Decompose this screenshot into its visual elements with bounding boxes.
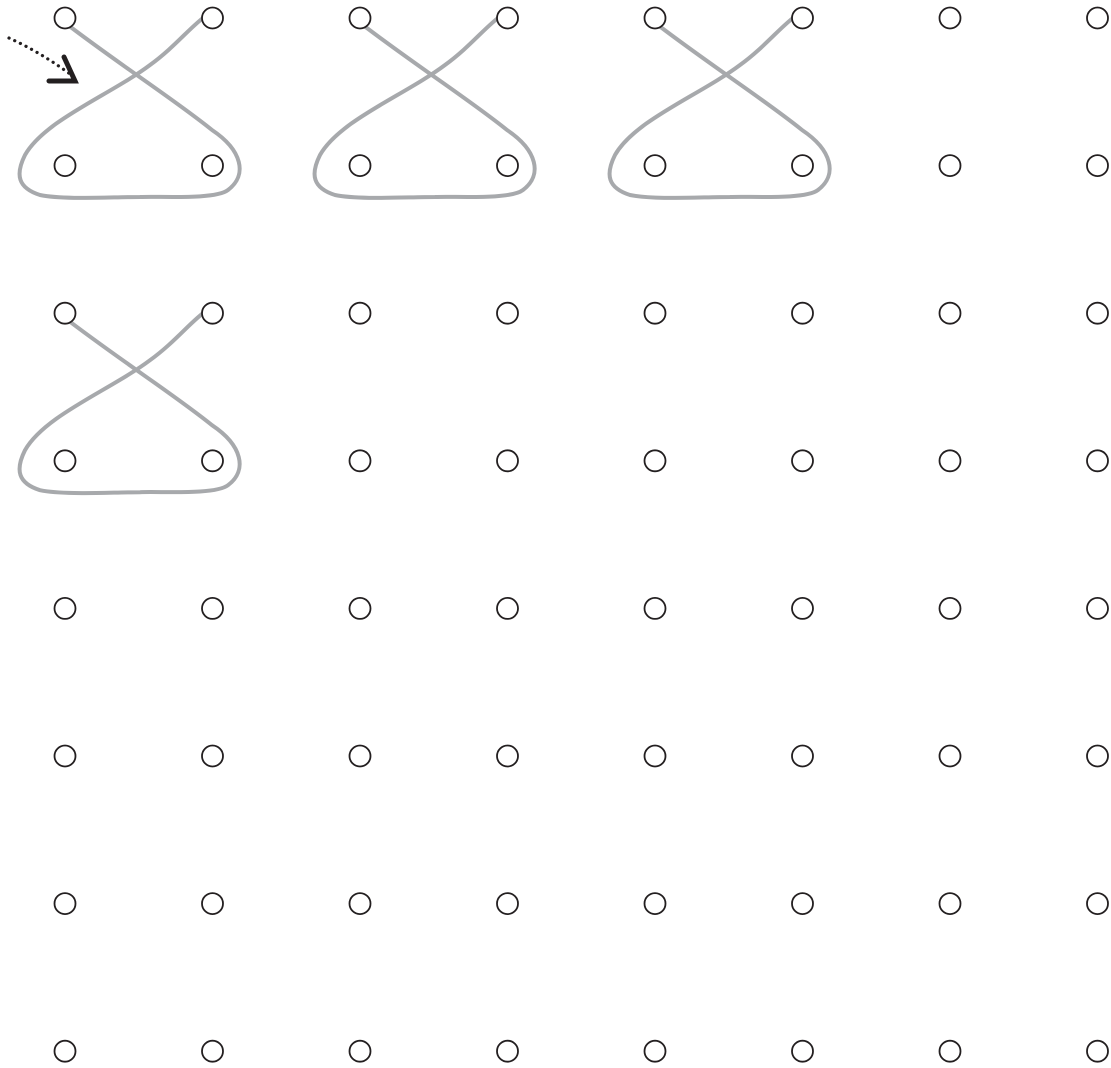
hole-r2-c3 <box>350 155 371 176</box>
hole-r4-c5 <box>645 450 666 471</box>
hole-r3-c7 <box>940 303 961 324</box>
hole-r6-c2 <box>202 746 223 767</box>
hole-r8-c7 <box>940 1041 961 1062</box>
holes-layer <box>55 8 1109 1062</box>
hole-r3-c5 <box>645 303 666 324</box>
hole-r5-c3 <box>350 598 371 619</box>
hole-r6-c4 <box>497 746 518 767</box>
start-marker <box>9 38 75 81</box>
hole-r2-c2 <box>202 155 223 176</box>
hole-r2-c6 <box>792 155 813 176</box>
hole-r1-c8 <box>1087 8 1108 29</box>
hole-r5-c5 <box>645 598 666 619</box>
hole-r1-c3 <box>350 8 371 29</box>
hole-r1-c6 <box>792 8 813 29</box>
hole-r5-c2 <box>202 598 223 619</box>
hole-r7-c8 <box>1087 893 1108 914</box>
hole-r8-c6 <box>792 1041 813 1062</box>
hole-r1-c1 <box>55 8 76 29</box>
hole-r8-c8 <box>1087 1041 1108 1062</box>
hole-r5-c6 <box>792 598 813 619</box>
laces-layer <box>20 15 830 493</box>
hole-r2-c5 <box>645 155 666 176</box>
hole-r6-c1 <box>55 746 76 767</box>
hole-r8-c4 <box>497 1041 518 1062</box>
hole-r4-c3 <box>350 450 371 471</box>
hole-r8-c5 <box>645 1041 666 1062</box>
hole-r8-c3 <box>350 1041 371 1062</box>
hole-r2-c1 <box>55 155 76 176</box>
hole-r7-c7 <box>940 893 961 914</box>
hole-r3-c8 <box>1087 303 1108 324</box>
hole-r4-c7 <box>940 450 961 471</box>
hole-r3-c6 <box>792 303 813 324</box>
hole-r1-c4 <box>497 8 518 29</box>
hole-r8-c2 <box>202 1041 223 1062</box>
hole-r8-c1 <box>55 1041 76 1062</box>
hole-r7-c2 <box>202 893 223 914</box>
hole-r1-c5 <box>645 8 666 29</box>
hole-r3-c4 <box>497 303 518 324</box>
hole-r2-c7 <box>940 155 961 176</box>
hole-r4-c8 <box>1087 450 1108 471</box>
hole-r4-c4 <box>497 450 518 471</box>
hole-r6-c3 <box>350 746 371 767</box>
dotted-arrow-icon-tail <box>9 38 70 74</box>
hole-r6-c5 <box>645 746 666 767</box>
hole-r5-c7 <box>940 598 961 619</box>
hole-r4-c6 <box>792 450 813 471</box>
hole-r3-c2 <box>202 303 223 324</box>
hole-r4-c2 <box>202 450 223 471</box>
hole-r1-c7 <box>940 8 961 29</box>
hole-r7-c1 <box>55 893 76 914</box>
hole-r6-c8 <box>1087 746 1108 767</box>
hole-r5-c8 <box>1087 598 1108 619</box>
hole-r3-c3 <box>350 303 371 324</box>
hole-r6-c6 <box>792 746 813 767</box>
hole-r3-c1 <box>55 303 76 324</box>
hole-r2-c8 <box>1087 155 1108 176</box>
hole-r7-c5 <box>645 893 666 914</box>
hole-r5-c4 <box>497 598 518 619</box>
hole-r6-c7 <box>940 746 961 767</box>
hole-r7-c3 <box>350 893 371 914</box>
hole-r1-c2 <box>202 8 223 29</box>
hole-r7-c4 <box>497 893 518 914</box>
hole-r2-c4 <box>497 155 518 176</box>
hole-r4-c1 <box>55 450 76 471</box>
hole-r5-c1 <box>55 598 76 619</box>
hole-r7-c6 <box>792 893 813 914</box>
